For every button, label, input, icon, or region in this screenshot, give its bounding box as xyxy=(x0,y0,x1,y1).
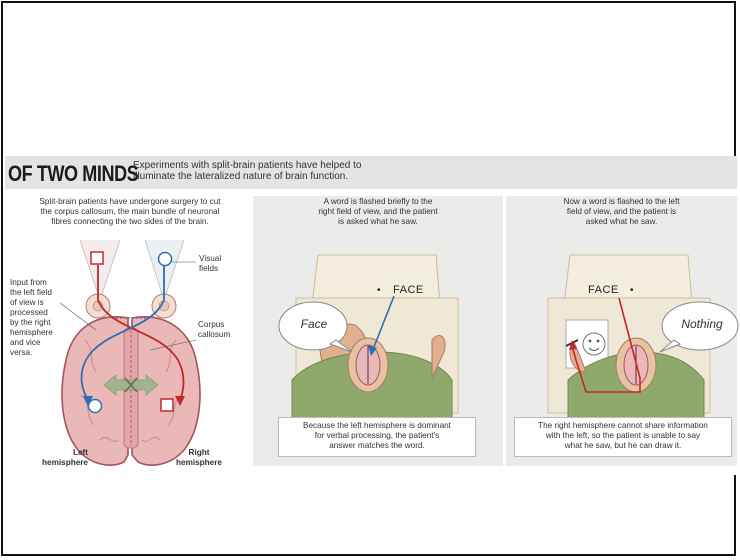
left-hemisphere-label: Left hemisphere xyxy=(26,448,88,468)
corpus-callosum-label: Corpus callosum xyxy=(198,320,230,340)
panel-2-caption-line-2: right field of view, and the patient xyxy=(258,207,498,217)
red-square-in-brain xyxy=(161,399,173,411)
panel-2-speech-text: Face xyxy=(290,317,338,331)
panel-2-caption-line-1: A word is flashed briefly to the xyxy=(258,197,498,207)
right-circle-stimulus xyxy=(159,253,172,266)
left-hemisphere-line-1: Left xyxy=(26,448,88,458)
panel-3-caption-line-2: field of view, and the patient is xyxy=(506,207,737,217)
right-hemisphere-label: Right hemisphere xyxy=(166,448,232,468)
corpus-callosum-line-1: Corpus xyxy=(198,320,230,330)
panel-3-caption-line-1: Now a word is flashed to the left xyxy=(506,197,737,207)
panel-2-note-line-1: Because the left hemisphere is dominant xyxy=(283,421,471,431)
left-square-stimulus xyxy=(91,252,103,264)
input-line-8: versa. xyxy=(10,348,72,358)
panel-3-note-line-2: with the left, so the patient is unable … xyxy=(519,431,727,441)
visual-fields-line-2: fields xyxy=(199,264,221,274)
panel-3-screen-word: FACE xyxy=(588,284,619,296)
panel-3-speech-text: Nothing xyxy=(672,317,732,331)
input-line-5: by the right xyxy=(10,318,72,328)
right-hemisphere-line-1: Right xyxy=(166,448,232,458)
panel-3-note-line-1: The right hemisphere cannot share inform… xyxy=(519,421,727,431)
panel-3-caption: Now a word is flashed to the left field … xyxy=(506,197,737,227)
panel-3-explanation-box: The right hemisphere cannot share inform… xyxy=(514,417,732,457)
right-hemisphere-line-2: hemisphere xyxy=(166,458,232,468)
panel-2-screen-word: FACE xyxy=(393,284,424,296)
left-hemisphere-line-2: hemisphere xyxy=(26,458,88,468)
visual-fields-label: Visual fields xyxy=(199,254,221,274)
input-line-7: and vice xyxy=(10,338,72,348)
blue-circle-in-brain xyxy=(89,400,102,413)
panel-2-dot: • xyxy=(377,285,381,296)
corpus-callosum-line-2: callosum xyxy=(198,330,230,340)
panel-1-caption-line-3: fibres connecting the two sides of the b… xyxy=(10,217,250,227)
panel-1-caption-line-2: the corpus callosum, the main bundle of … xyxy=(10,207,250,217)
panel-2-caption: A word is flashed briefly to the right f… xyxy=(258,197,498,227)
panel-3-note-line-3: what he saw, but he can draw it. xyxy=(519,441,727,451)
visual-field-cones xyxy=(80,240,184,300)
input-description: Input from the left field of view is pro… xyxy=(10,278,72,358)
input-line-6: hemisphere xyxy=(10,328,72,338)
input-line-2: the left field xyxy=(10,288,72,298)
brain-illustration xyxy=(62,317,200,465)
input-line-4: processed xyxy=(10,308,72,318)
panel-2-note-line-3: answer matches the word. xyxy=(283,441,471,451)
input-line-1: Input from xyxy=(10,278,72,288)
panel-1-caption-line-1: Split-brain patients have undergone surg… xyxy=(10,197,250,207)
input-line-3: of view is xyxy=(10,298,72,308)
panel-3-dot: • xyxy=(630,285,634,296)
panel-3-caption-line-3: asked what he saw. xyxy=(506,217,737,227)
visual-fields-line-1: Visual xyxy=(199,254,221,264)
panel-2-note-line-2: for verbal processing, the patient's xyxy=(283,431,471,441)
panel-2-explanation-box: Because the left hemisphere is dominant … xyxy=(278,417,476,457)
panel-1-caption: Split-brain patients have undergone surg… xyxy=(10,197,250,227)
panel-2-caption-line-3: is asked what he saw. xyxy=(258,217,498,227)
